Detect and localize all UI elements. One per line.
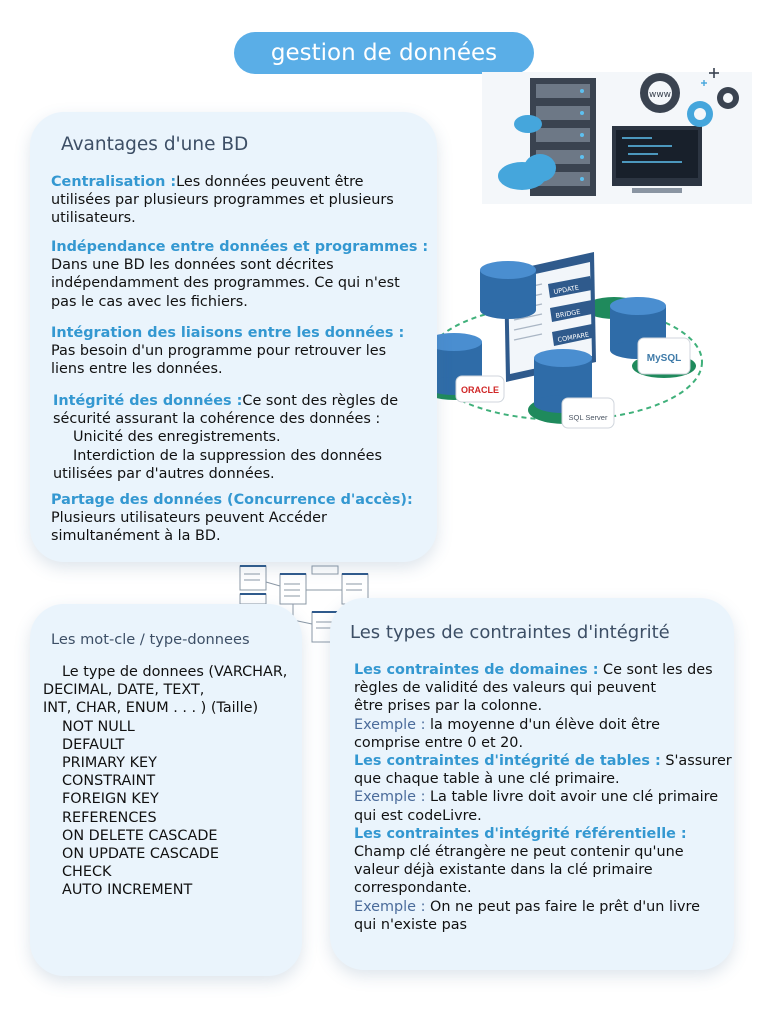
www-label: www	[649, 90, 671, 100]
domaines-label: Les contraintes de domaines :	[354, 662, 599, 678]
keywords-card	[30, 604, 302, 976]
page-title: gestion de données	[234, 32, 534, 74]
keywords-heading: Les mot-cle / type-donnees	[51, 631, 250, 648]
integrite-block: Intégrité des données :Ce sont des règle…	[53, 393, 399, 482]
centralisation-label: Centralisation :	[51, 174, 177, 190]
avantages-card	[30, 112, 437, 562]
keyword-item: AUTO INCREMENT	[62, 882, 193, 899]
contraintes-heading: Les types de contraintes d'intégrité	[350, 622, 670, 643]
keyword-item: DEFAULT	[62, 736, 125, 753]
table-diagram-illustration	[239, 565, 369, 643]
example-label: Exemple :	[354, 898, 426, 915]
oracle-badge: ORACLE	[461, 385, 499, 395]
keyword-item: CHECK	[62, 864, 112, 881]
partage-block: Partage des données (Concurrence d'accès…	[51, 492, 413, 545]
keyword-item: NOT NULL	[62, 718, 135, 735]
centralisation-block: Centralisation :Les données peuvent être…	[51, 174, 394, 227]
avantages-heading: Avantages d'une BD	[61, 134, 249, 155]
mysql-badge: MySQL	[647, 353, 681, 364]
keyword-item: ON UPDATE CASCADE	[62, 846, 219, 863]
example-label: Exemple :	[354, 716, 426, 733]
referentielle-label: Les contraintes d'intégrité référentiell…	[354, 825, 687, 842]
db-cylinder-top	[480, 261, 536, 319]
contraintes-card	[330, 598, 734, 970]
keyword-item: ON DELETE CASCADE	[62, 827, 218, 844]
keyword-item: REFERENCES	[62, 809, 157, 826]
keyword-item: CONSTRAINT	[62, 773, 156, 790]
keyword-item: FOREIGN KEY	[62, 791, 159, 808]
database-compare-illustration: UPDATE BRIDGE COMPARE ORACLE MySQL SQL S…	[422, 252, 703, 429]
contraintes-body: Les contraintes de domaines : Ce sont le…	[354, 662, 732, 933]
tables-label: Les contraintes d'intégrité de tables :	[354, 753, 661, 770]
integration-block: Intégration des liaisons entre les donné…	[51, 325, 405, 378]
partage-label: Partage des données (Concurrence d'accès…	[51, 492, 413, 508]
independance-block: Indépendance entre données et programmes…	[51, 239, 429, 310]
server-illustration: www	[482, 68, 752, 204]
example-label: Exemple :	[354, 789, 426, 806]
integration-label: Intégration des liaisons entre les donné…	[51, 325, 405, 341]
integrite-label: Intégrité des données :	[53, 393, 243, 409]
independance-label: Indépendance entre données et programmes…	[51, 239, 429, 255]
keywords-list: Le type de donnees (VARCHAR, DECIMAL, DA…	[43, 664, 288, 899]
sqlserver-badge: SQL Server	[569, 413, 608, 422]
keyword-item: PRIMARY KEY	[62, 755, 157, 772]
